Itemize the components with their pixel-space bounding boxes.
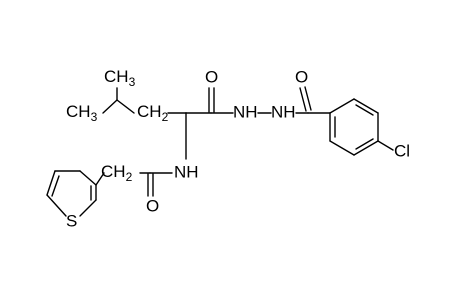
- label-o-amide: O: [205, 67, 218, 86]
- bond-ch3left-ch: [102, 99, 118, 114]
- bond-c2-o-b: [304, 86, 312, 111]
- ring-bond-1: [329, 98, 355, 114]
- thiophene-bond-4: [46, 194, 67, 217]
- label-ch3-left: CH3: [66, 102, 98, 124]
- bond-thiophene-ch2: [95, 172, 105, 186]
- label-nh-lower: NH: [174, 162, 199, 181]
- thiophene-double-1: [51, 175, 60, 197]
- label-cl: Cl: [394, 141, 410, 160]
- label-o-lower: O: [146, 196, 159, 215]
- label-ch2-lower: CH2: [101, 162, 133, 184]
- bond-ch-ch2: [116, 99, 135, 114]
- bond-ring-cl: [377, 140, 394, 151]
- ring-bond-4: [353, 140, 379, 156]
- ring-double-2: [355, 138, 374, 150]
- label-o-benzoyl: O: [295, 67, 308, 86]
- thiophene-bond-1: [79, 170, 97, 186]
- label-nh-left: NH: [233, 102, 258, 121]
- ring-double-1: [355, 104, 374, 116]
- bonds: [46, 86, 394, 217]
- label-ch3-top: CH3: [104, 67, 136, 89]
- bond-c2-o-a: [299, 87, 307, 112]
- label-ch2-upper: CH2: [137, 102, 169, 124]
- atom-labels: CH3 CH3 CH2 O NH NH O Cl CH2 NH O S: [66, 67, 410, 230]
- label-nh-right: NH: [271, 102, 296, 121]
- thiophene-bond-3: [46, 170, 56, 196]
- ring-bond-2: [353, 98, 379, 114]
- ring-bond-5: [329, 140, 355, 156]
- thiophene-bond-5: [79, 199, 97, 217]
- label-sulfur: S: [66, 211, 77, 230]
